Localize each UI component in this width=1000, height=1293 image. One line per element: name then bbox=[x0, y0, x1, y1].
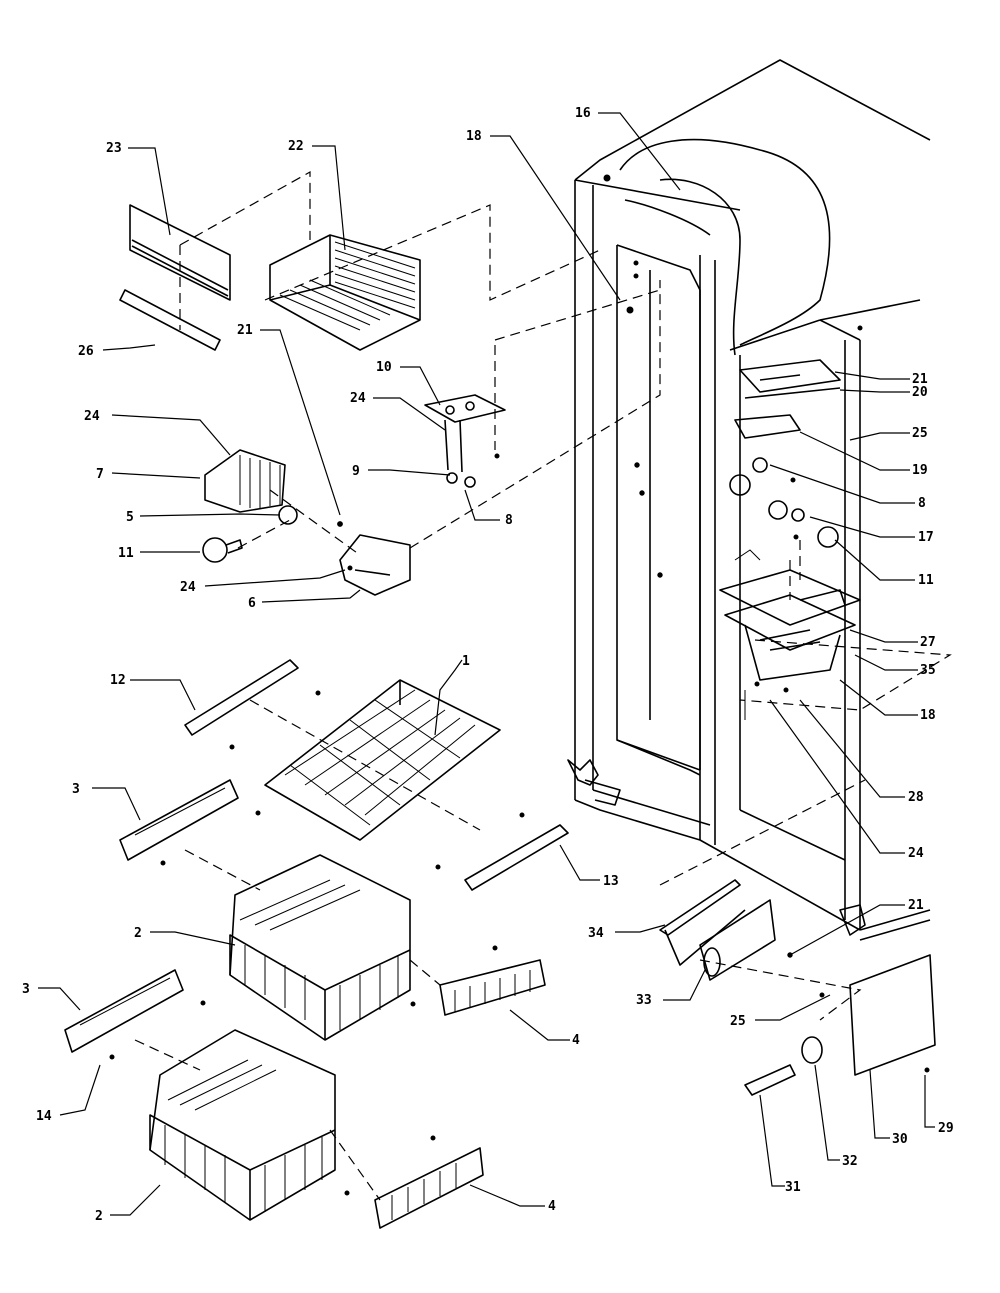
callout-8-right: 8 bbox=[918, 496, 926, 511]
callout-24-bucket: 24 bbox=[84, 409, 100, 424]
callout-16: 16 bbox=[575, 106, 591, 121]
callout-11-right: 11 bbox=[918, 573, 934, 588]
callout-6: 6 bbox=[248, 596, 256, 611]
callout-4-upper: 4 bbox=[572, 1033, 580, 1048]
callout-22: 22 bbox=[288, 139, 304, 154]
wire-basket-2-upper bbox=[229, 854, 411, 1041]
callout-30: 30 bbox=[892, 1132, 908, 1147]
leader-lines bbox=[38, 112, 935, 1216]
callout-23: 23 bbox=[106, 141, 122, 156]
callout-11-left: 11 bbox=[118, 546, 134, 561]
callout-24-lower: 24 bbox=[180, 580, 196, 595]
callout-18-right: 18 bbox=[920, 708, 936, 723]
callout-25-bottom: 25 bbox=[730, 1014, 746, 1029]
callout-32: 32 bbox=[842, 1154, 858, 1169]
callout-21-left: 21 bbox=[237, 323, 253, 338]
rail-3-lower bbox=[64, 969, 206, 1060]
callout-21-top-right: 21 bbox=[912, 372, 928, 387]
bracket-4-upper bbox=[410, 945, 546, 1016]
lower-right-parts bbox=[659, 879, 936, 1096]
callout-2-lower: 2 bbox=[95, 1209, 103, 1224]
callout-34: 34 bbox=[588, 926, 604, 941]
ice-bucket-group bbox=[202, 449, 411, 596]
rail-3-upper bbox=[119, 779, 261, 866]
callout-14: 14 bbox=[36, 1109, 52, 1124]
callout-29: 29 bbox=[938, 1121, 954, 1136]
callout-5: 5 bbox=[126, 510, 134, 525]
callout-21-bottom: 21 bbox=[908, 898, 924, 913]
callout-3-upper: 3 bbox=[72, 782, 80, 797]
callout-19: 19 bbox=[912, 463, 928, 478]
callout-35: 35 bbox=[920, 663, 936, 678]
callout-18-top: 18 bbox=[466, 129, 482, 144]
assembly-lines bbox=[134, 170, 952, 1201]
callout-10: 10 bbox=[376, 360, 392, 375]
bracket-10-9-8 bbox=[424, 394, 506, 488]
wire-shelf-1 bbox=[264, 679, 501, 841]
callout-8-left: 8 bbox=[505, 513, 513, 528]
callout-27: 27 bbox=[920, 635, 936, 650]
callout-25-right: 25 bbox=[912, 426, 928, 441]
callout-2-upper: 2 bbox=[134, 926, 142, 941]
callout-31: 31 bbox=[785, 1180, 801, 1195]
cabinet-shell bbox=[567, 59, 931, 941]
callout-17: 17 bbox=[918, 530, 934, 545]
callout-7: 7 bbox=[96, 467, 104, 482]
rail-13 bbox=[435, 812, 569, 891]
callout-33: 33 bbox=[636, 993, 652, 1008]
callout-24-bracket: 24 bbox=[350, 391, 366, 406]
wire-basket-22 bbox=[269, 234, 421, 351]
callout-9: 9 bbox=[352, 464, 360, 479]
callout-3-lower: 3 bbox=[22, 982, 30, 997]
callout-24-right: 24 bbox=[908, 846, 924, 861]
rail-12 bbox=[184, 659, 321, 750]
wire-basket-2-lower bbox=[149, 1029, 336, 1221]
callout-4-lower: 4 bbox=[548, 1199, 556, 1214]
callout-26: 26 bbox=[78, 344, 94, 359]
callout-13: 13 bbox=[603, 874, 619, 889]
callout-1: 1 bbox=[462, 654, 470, 669]
callout-labels: 23 22 26 18 16 10 24 9 8 21 24 7 5 11 24… bbox=[22, 106, 954, 1224]
callout-12: 12 bbox=[110, 673, 126, 688]
callout-28: 28 bbox=[908, 790, 924, 805]
bracket-4-lower bbox=[344, 1135, 484, 1229]
dispenser-assembly bbox=[719, 359, 861, 720]
callout-20: 20 bbox=[912, 385, 928, 400]
